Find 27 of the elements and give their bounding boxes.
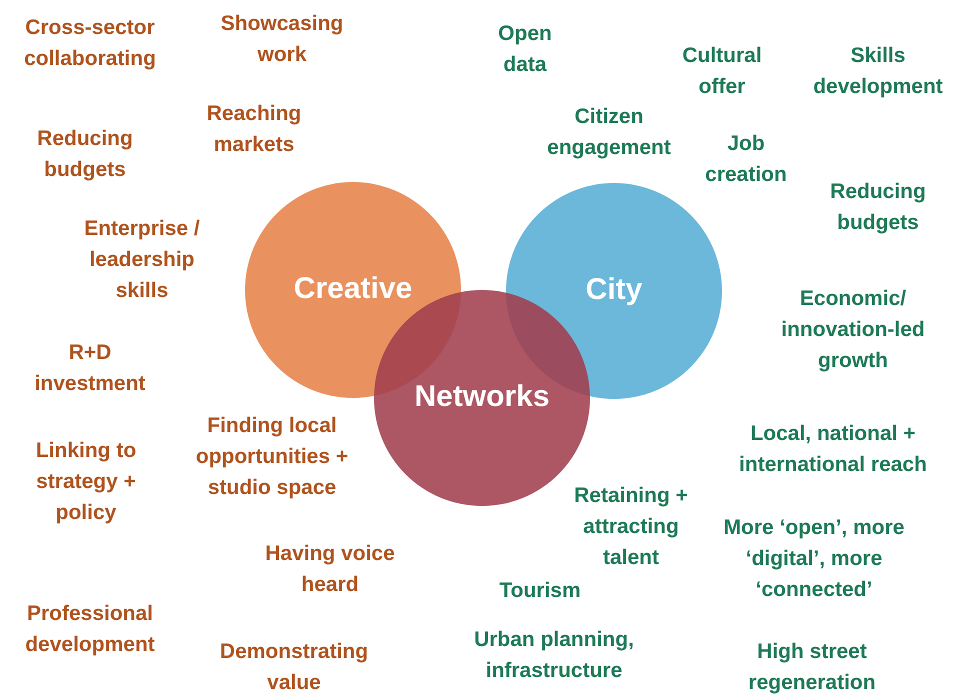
benefit-text: Having voice heard <box>264 541 396 598</box>
benefit-text: Job creation <box>704 131 788 188</box>
benefit-text: Finding local opportunities + studio space <box>194 413 350 501</box>
benefit-text: Reducing budgets <box>829 179 927 236</box>
benefit-text: Reducing budgets <box>36 126 134 183</box>
benefit-text: Linking to strategy + policy <box>34 438 138 526</box>
benefit-text: Retaining + attracting talent <box>573 483 689 571</box>
circle-label: Networks <box>413 380 551 414</box>
benefit-text: Tourism <box>498 578 582 604</box>
benefit-text: Citizen engagement <box>546 104 672 161</box>
circle-label: City <box>584 273 644 307</box>
benefit-text: Enterprise / leadership skills <box>83 216 201 304</box>
benefit-text: Showcasing work <box>220 11 344 68</box>
benefit-text: High street regeneration <box>747 639 877 695</box>
benefit-text: Skills development <box>812 43 944 100</box>
benefit-text: Economic/ innovation-led growth <box>780 286 926 374</box>
benefit-text: Professional development <box>24 601 156 658</box>
benefit-text: Cross-sector collaborating <box>23 15 157 72</box>
benefit-text: Demonstrating value <box>218 639 370 695</box>
benefit-text: Reaching markets <box>206 101 302 158</box>
benefit-text: Open data <box>497 21 553 78</box>
benefit-text: Urban planning, infrastructure <box>473 627 635 684</box>
benefit-text: Cultural offer <box>681 43 763 100</box>
circle-label: Creative <box>292 272 414 306</box>
benefit-text: More ‘open’, more ‘digital’, more ‘connected’ <box>722 515 906 603</box>
benefit-text: R+D investment <box>34 340 146 397</box>
benefit-text: Local, national + international reach <box>738 421 928 478</box>
